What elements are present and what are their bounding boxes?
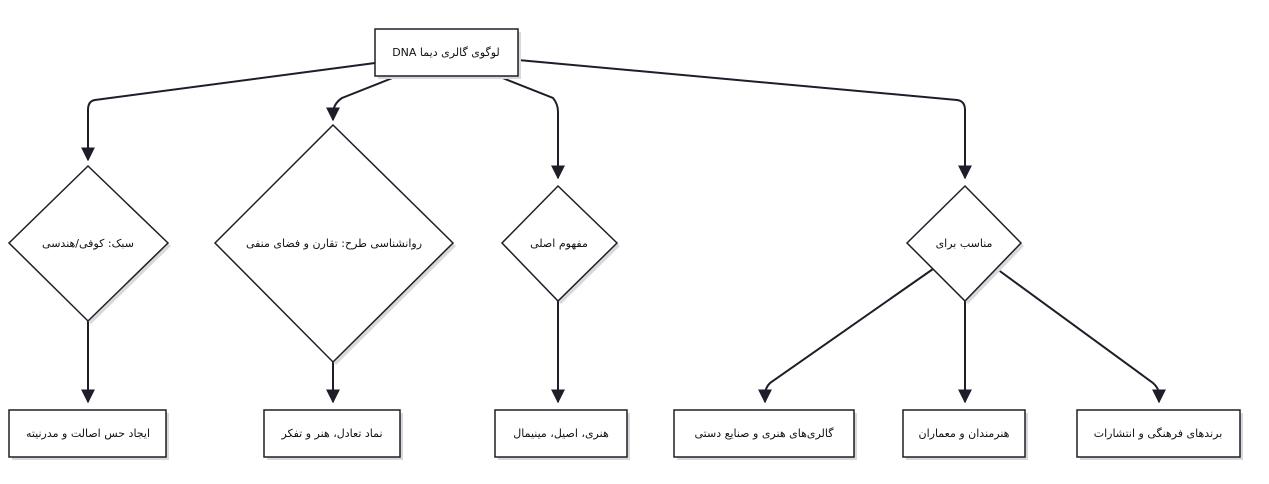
- decision-suitable[interactable]: مناسب برای: [905, 184, 1024, 304]
- outcome-galleries-label: گالری‌های هنری و صنایع دستی: [694, 427, 834, 440]
- outcome-brands[interactable]: برندهای فرهنگی و انتشارات: [1076, 409, 1243, 460]
- outcome-brands-label: برندهای فرهنگی و انتشارات: [1094, 427, 1223, 440]
- decision-style[interactable]: سبک: کوفی/هندسی: [7, 164, 171, 324]
- edge-root-to-psychology: [326, 76, 396, 122]
- outcome-artistic[interactable]: هنری، اصیل، مینیمال: [494, 409, 630, 460]
- edge-suitable-to-brands: [996, 268, 1166, 404]
- outcome-authenticity[interactable]: ایجاد حس اصالت و مدرنیته: [8, 409, 169, 460]
- root-node-label: لوگوی گالری دیما DNA: [392, 46, 500, 59]
- connectors: [81, 59, 1166, 404]
- decision-style-label: سبک: کوفی/هندسی: [42, 237, 134, 250]
- decision-suitable-label: مناسب برای: [936, 237, 993, 250]
- outcome-authenticity-label: ایجاد حس اصالت و مدرنیته: [26, 427, 150, 440]
- decision-psychology-label: روانشناسی طرح: تقارن و فضای منفی: [246, 237, 422, 250]
- outcome-artists[interactable]: هنرمندان و معماران: [902, 409, 1028, 460]
- decision-psychology[interactable]: روانشناسی طرح: تقارن و فضای منفی: [213, 123, 456, 365]
- outcome-balance[interactable]: نماد تعادل، هنر و تفکر: [263, 409, 403, 460]
- edge-root-to-style: [81, 62, 376, 162]
- decision-concept[interactable]: مفهوم اصلی: [500, 184, 620, 304]
- outcome-galleries[interactable]: گالری‌های هنری و صنایع دستی: [673, 409, 857, 460]
- edge-root-to-concept: [499, 76, 565, 180]
- edge-suitable-to-galleries: [758, 268, 934, 404]
- root-node[interactable]: لوگوی گالری دیما DNA: [374, 28, 521, 79]
- outcome-artistic-label: هنری، اصیل، مینیمال: [513, 427, 609, 440]
- outcome-balance-label: نماد تعادل، هنر و تفکر: [280, 427, 382, 440]
- outcome-artists-label: هنرمندان و معماران: [919, 427, 1010, 440]
- decision-concept-label: مفهوم اصلی: [530, 237, 588, 250]
- edge-root-to-suitable: [517, 59, 972, 180]
